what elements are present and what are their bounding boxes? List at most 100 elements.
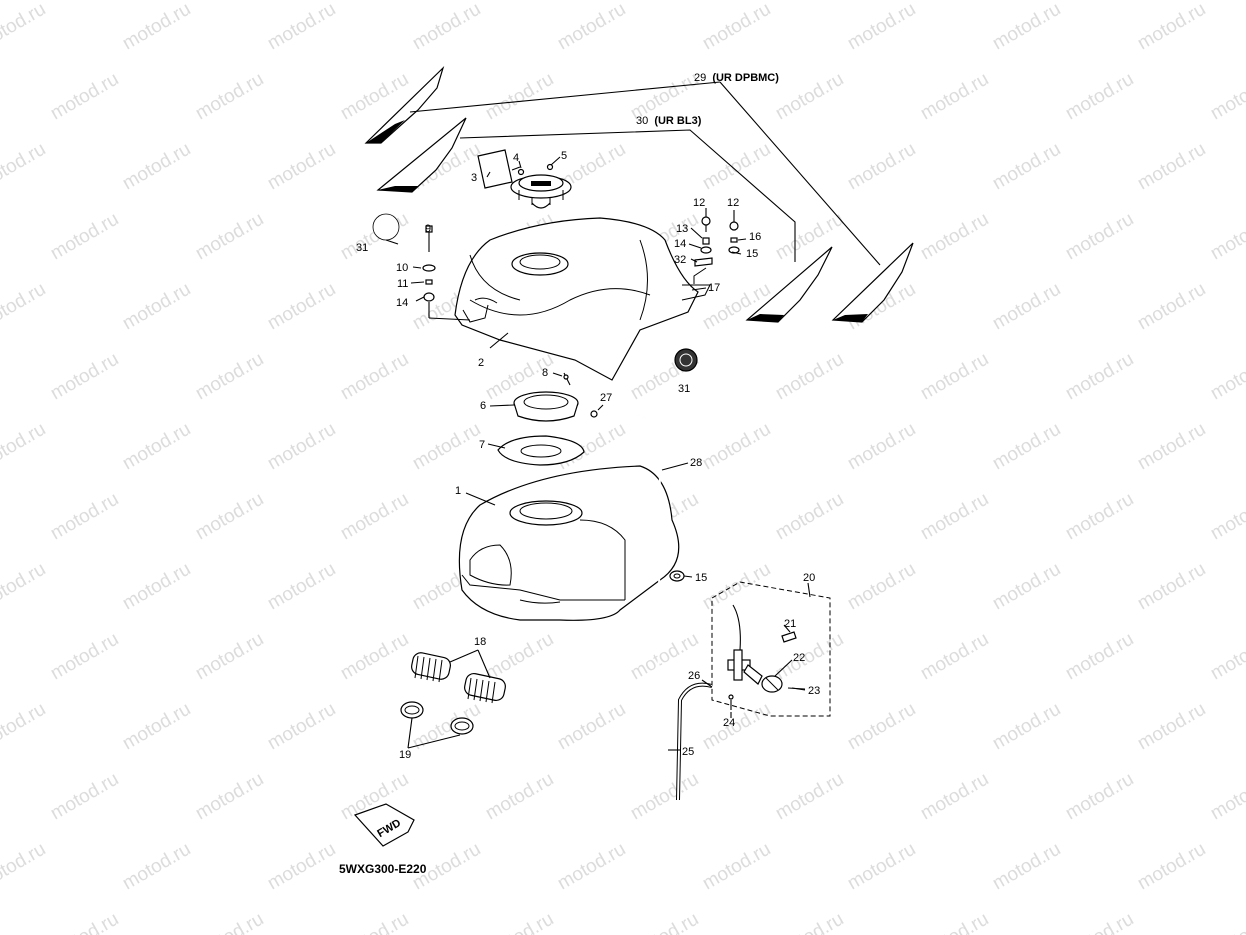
watermark-text: motod.ru xyxy=(264,139,339,195)
watermark-text: motod.ru xyxy=(772,209,847,265)
watermark-text: motod.ru xyxy=(264,419,339,475)
callout-26: 26 xyxy=(688,670,700,682)
watermark-text: motod.ru xyxy=(192,909,267,935)
callout-3: 3 xyxy=(471,172,477,184)
watermark-text: motod.ru xyxy=(1134,699,1209,755)
watermark-text: motod.ru xyxy=(409,419,484,475)
callout-17: 17 xyxy=(708,282,720,294)
watermark-text: motod.ru xyxy=(119,139,194,195)
callout-28: 28 xyxy=(690,457,702,469)
overflow-hose xyxy=(590,409,662,741)
watermark-text: motod.ru xyxy=(47,489,122,545)
callout-32: 32 xyxy=(674,254,686,266)
watermark-text: motod.ru xyxy=(917,909,992,935)
watermark-text: motod.ru xyxy=(47,349,122,405)
watermark-text: motod.ru xyxy=(192,489,267,545)
watermark-text: motod.ru xyxy=(337,909,412,935)
watermark-text: motod.ru xyxy=(0,0,49,54)
fwd-arrow: FWD xyxy=(353,803,415,847)
watermark-text: motod.ru xyxy=(119,0,194,54)
decal-leader-lines xyxy=(409,81,881,266)
watermark-text: motod.ru xyxy=(47,629,122,685)
screw-8 xyxy=(563,372,571,386)
callout-29-number: 29 xyxy=(694,72,706,84)
watermark-text: motod.ru xyxy=(1207,489,1246,545)
watermark-text: motod.ru xyxy=(917,349,992,405)
callout-30: 30 (UR BL3) xyxy=(636,115,702,127)
watermark-text: motod.ru xyxy=(119,699,194,755)
watermark-text: motod.ru xyxy=(1134,559,1209,615)
watermark-text: motod.ru xyxy=(192,69,267,125)
watermark-text: motod.ru xyxy=(1062,349,1137,405)
watermark-text: motod.ru xyxy=(989,279,1064,335)
watermark-text: motod.ru xyxy=(0,279,49,335)
watermark-text: motod.ru xyxy=(337,629,412,685)
watermark-text: motod.ru xyxy=(917,629,992,685)
watermark-text: motod.ru xyxy=(119,839,194,895)
watermark-text: motod.ru xyxy=(1062,209,1137,265)
watermark-text: motod.ru xyxy=(989,0,1064,54)
watermark-text: motod.ru xyxy=(1134,0,1209,54)
watermark-text: motod.ru xyxy=(264,559,339,615)
watermark-text: motod.ru xyxy=(264,0,339,54)
watermark-text: motod.ru xyxy=(844,559,919,615)
watermark-text: motod.ru xyxy=(264,279,339,335)
watermark-text: motod.ru xyxy=(1207,209,1246,265)
watermark-text: motod.ru xyxy=(989,699,1064,755)
callout-30-suffix: (UR BL3) xyxy=(654,115,701,127)
watermark-text: motod.ru xyxy=(699,839,774,895)
callout-9: 9 xyxy=(425,223,431,235)
watermark-text: motod.ru xyxy=(989,559,1064,615)
callout-12b: 12 xyxy=(727,197,739,209)
watermark-text: motod.ru xyxy=(1062,909,1137,935)
callout-16: 16 xyxy=(749,231,761,243)
emblem-plain xyxy=(372,213,400,241)
watermark-text: motod.ru xyxy=(192,209,267,265)
callout-13: 13 xyxy=(676,223,688,235)
watermark-text: motod.ru xyxy=(844,0,919,54)
watermark-text: motod.ru xyxy=(1134,139,1209,195)
watermark-text: motod.ru xyxy=(917,69,992,125)
watermark-text: motod.ru xyxy=(482,909,557,935)
callout-22: 22 xyxy=(793,652,805,664)
callout-10: 10 xyxy=(396,262,408,274)
watermark-text: motod.ru xyxy=(337,349,412,405)
watermark-text: motod.ru xyxy=(1207,629,1246,685)
callout-14b: 14 xyxy=(674,238,686,250)
watermark-text: motod.ru xyxy=(1062,69,1137,125)
callout-21: 21 xyxy=(784,618,796,630)
callout-1: 1 xyxy=(455,485,461,497)
fuel-cap-assembly xyxy=(477,149,572,209)
callout-6: 6 xyxy=(480,400,486,412)
watermark-text: motod.ru xyxy=(47,909,122,935)
watermark-text: motod.ru xyxy=(1207,69,1246,125)
fuel-tank xyxy=(458,465,680,621)
callout-12a: 12 xyxy=(693,197,705,209)
fuel-cock-assembly xyxy=(711,581,831,717)
watermark-text: motod.ru xyxy=(0,139,49,195)
filler-ring xyxy=(513,391,579,422)
fuel-hoses-18 xyxy=(411,652,506,704)
diagram-code: 5WXG300-E220 xyxy=(339,862,427,876)
watermark-text: motod.ru xyxy=(627,909,702,935)
watermark-text: motod.ru xyxy=(119,419,194,475)
watermark-text: motod.ru xyxy=(0,699,49,755)
watermark-text: motod.ru xyxy=(337,489,412,545)
watermark-text: motod.ru xyxy=(917,489,992,545)
watermark-text: motod.ru xyxy=(192,629,267,685)
watermark-text: motod.ru xyxy=(844,139,919,195)
watermark-text: motod.ru xyxy=(699,0,774,54)
watermark-text: motod.ru xyxy=(192,349,267,405)
watermark-text: motod.ru xyxy=(47,209,122,265)
emblem-badge xyxy=(674,348,698,372)
callout-20: 20 xyxy=(803,572,815,584)
watermark-text: motod.ru xyxy=(119,559,194,615)
watermark-text: motod.ru xyxy=(0,419,49,475)
decal-right-pair xyxy=(745,242,914,323)
callout-15a: 15 xyxy=(746,248,758,260)
watermark-text: motod.ru xyxy=(47,69,122,125)
callout-4: 4 xyxy=(513,152,519,164)
callout-11: 11 xyxy=(397,278,408,290)
watermark-text: motod.ru xyxy=(772,769,847,825)
